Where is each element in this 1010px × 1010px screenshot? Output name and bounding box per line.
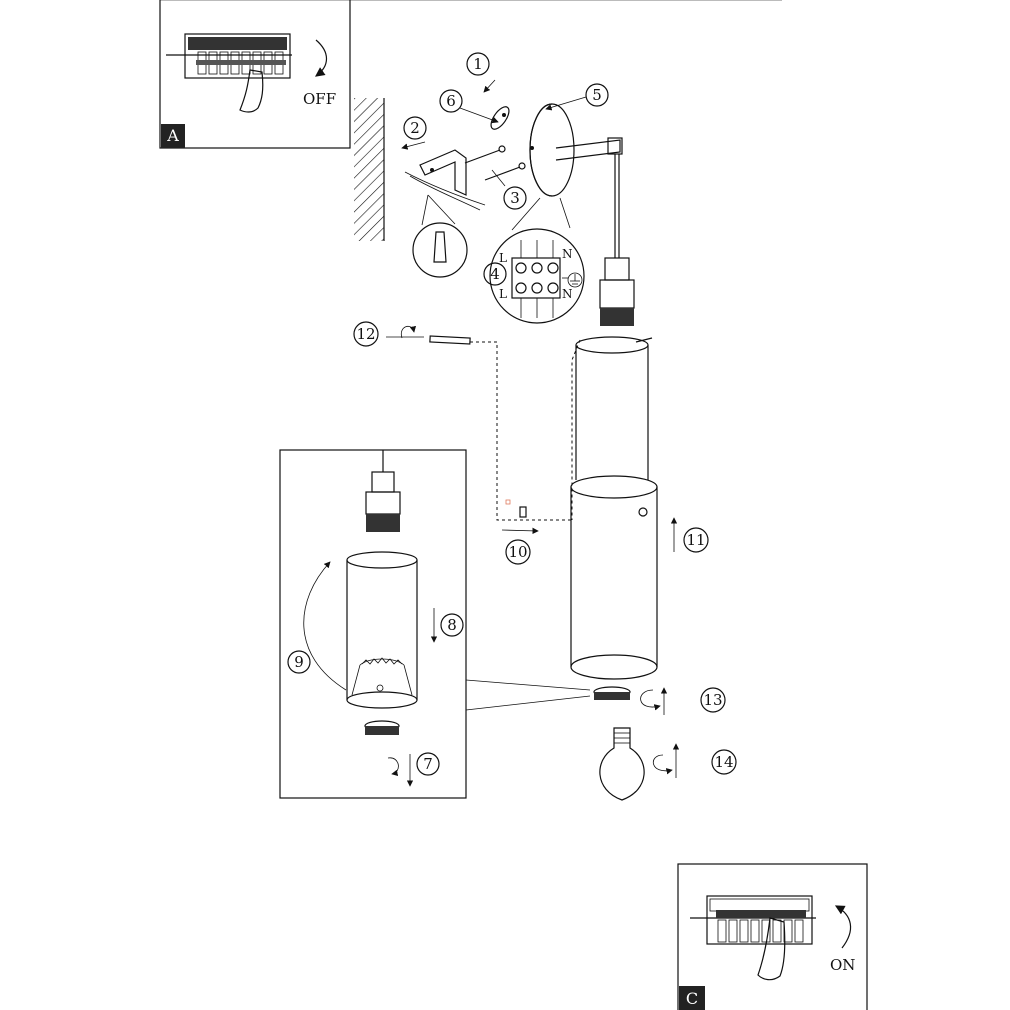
step-2: 2 bbox=[403, 116, 427, 140]
light-bulb-icon bbox=[599, 727, 645, 801]
svg-text:9: 9 bbox=[294, 653, 304, 671]
badge-c bbox=[679, 986, 705, 1010]
wall-arm bbox=[555, 137, 623, 258]
breaker-panel-off bbox=[166, 33, 292, 79]
grub-screw bbox=[386, 325, 471, 345]
svg-text:13: 13 bbox=[703, 691, 722, 709]
nut-small bbox=[505, 499, 527, 518]
svg-text:1: 1 bbox=[473, 55, 483, 73]
step-3: 3 bbox=[503, 186, 527, 210]
step-4: 4 bbox=[483, 262, 507, 286]
svg-text:8: 8 bbox=[447, 616, 457, 634]
inset-socket bbox=[365, 471, 401, 532]
rotate-arrow-icon bbox=[640, 689, 661, 711]
svg-text:12: 12 bbox=[356, 325, 375, 343]
shade-ring-13 bbox=[593, 686, 668, 715]
inset-leader-bottom bbox=[465, 695, 591, 711]
power-on-panel: ON C bbox=[677, 863, 868, 1010]
wall-plug-icon bbox=[433, 231, 447, 263]
badge-a bbox=[161, 124, 185, 148]
step-5: 5 bbox=[585, 83, 609, 107]
lower-shade-tube bbox=[570, 475, 658, 680]
power-off-frame bbox=[159, 0, 351, 149]
neutral-label-bottom: N bbox=[562, 287, 573, 301]
svg-text:7: 7 bbox=[423, 755, 433, 773]
step-9: 9 bbox=[287, 650, 311, 674]
svg-text:6: 6 bbox=[446, 92, 456, 110]
step-6: 6 bbox=[439, 89, 463, 113]
power-on-frame bbox=[677, 863, 868, 1010]
screws bbox=[464, 145, 526, 181]
inset-shade-ring bbox=[364, 720, 400, 735]
mounting-bracket bbox=[419, 149, 467, 196]
supply-wires bbox=[404, 171, 486, 211]
callout-1-arrow bbox=[483, 79, 496, 93]
upper-shade-tube bbox=[575, 336, 653, 480]
rotate-arrow-icon bbox=[387, 757, 399, 777]
on-label: ON bbox=[830, 956, 855, 974]
wall-plug-detail bbox=[412, 194, 468, 278]
svg-text:11: 11 bbox=[686, 531, 705, 549]
svg-text:14: 14 bbox=[714, 753, 733, 771]
callout-2-arrow bbox=[401, 141, 426, 150]
step-14: 14 bbox=[711, 749, 737, 775]
badge-c-letter: C bbox=[686, 989, 698, 1008]
neutral-label-top: N bbox=[562, 247, 573, 261]
switch-up-arrow-icon bbox=[834, 905, 852, 949]
step-13: 13 bbox=[700, 687, 726, 713]
breaker-panel-on bbox=[690, 895, 816, 945]
wall bbox=[354, 98, 385, 241]
hand-icon bbox=[239, 69, 264, 113]
callout-5-arrow bbox=[545, 96, 587, 111]
terminal-block-detail: L L N N bbox=[489, 197, 585, 324]
badge-a-letter: A bbox=[166, 126, 179, 145]
step-11: 11 bbox=[683, 527, 709, 553]
power-off-panel: OFF A bbox=[159, 0, 351, 149]
svg-text:5: 5 bbox=[592, 86, 602, 104]
svg-text:10: 10 bbox=[508, 543, 527, 561]
rotate-arrow-icon bbox=[400, 325, 417, 339]
step-12: 12 bbox=[353, 321, 379, 347]
rotate-arrow-icon bbox=[653, 754, 673, 775]
step-7: 7 bbox=[416, 752, 440, 776]
inset-detail bbox=[279, 449, 467, 799]
svg-text:3: 3 bbox=[510, 189, 520, 207]
shade-dashed-path bbox=[571, 339, 581, 520]
step-10: 10 bbox=[505, 539, 531, 565]
lamp-socket-top bbox=[599, 257, 635, 326]
svg-text:4: 4 bbox=[490, 265, 500, 283]
wall-canopy bbox=[529, 103, 575, 197]
inset-shade bbox=[346, 551, 418, 709]
callout-10-arrow bbox=[501, 527, 539, 535]
callout-3-arrow bbox=[491, 169, 506, 187]
callout-6-arrow bbox=[459, 107, 499, 124]
hand-icon bbox=[757, 917, 786, 981]
lift-arrow-icon bbox=[303, 561, 347, 691]
step-8: 8 bbox=[440, 613, 464, 637]
live-label-bottom: L bbox=[499, 287, 507, 301]
off-label: OFF bbox=[303, 90, 336, 108]
inset-leader-top bbox=[465, 679, 591, 691]
switch-down-arrow-icon bbox=[315, 39, 328, 77]
screw-dashed-path bbox=[470, 341, 572, 521]
live-label-top: L bbox=[499, 251, 507, 265]
step-1: 1 bbox=[466, 52, 490, 76]
earth-symbol-icon bbox=[567, 272, 583, 288]
svg-text:2: 2 bbox=[410, 119, 420, 137]
finial-disc bbox=[490, 106, 510, 130]
